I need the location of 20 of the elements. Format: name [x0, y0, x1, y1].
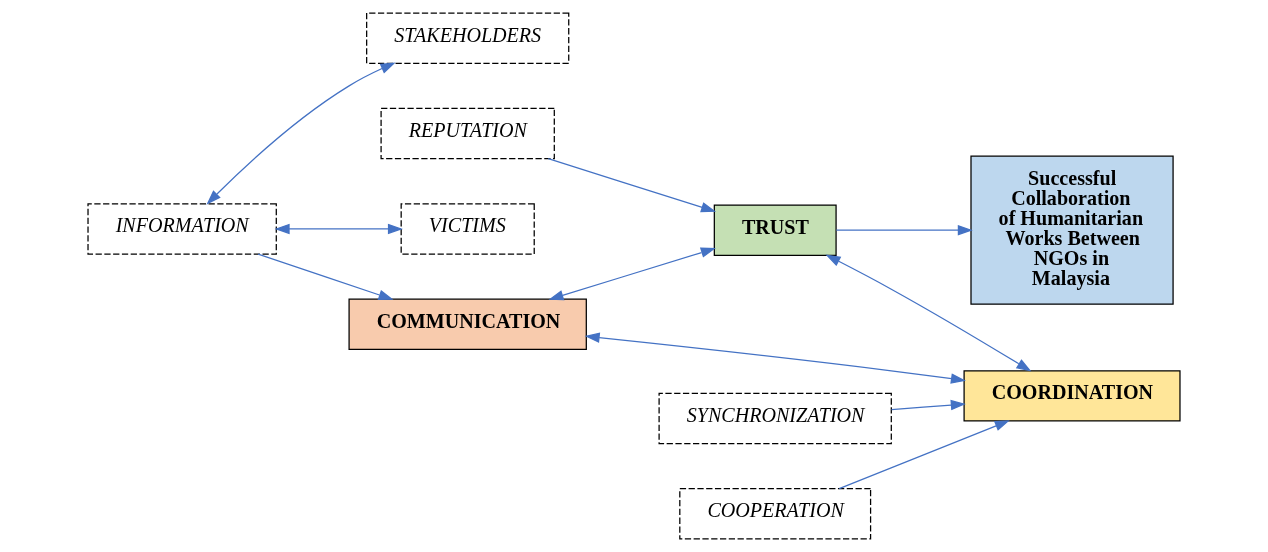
node-box: REPUTATION [380, 107, 555, 160]
arrow [890, 399, 966, 411]
arrow [257, 253, 394, 300]
arrow [838, 420, 1010, 490]
node-box: VICTIMS [400, 203, 535, 255]
node-box: COMMUNICATION [348, 298, 587, 351]
arrow [825, 254, 1032, 372]
arrow [548, 247, 716, 301]
node-box: Successful Collaboration of Humanitarian Works Between NGOs in Malaysia [970, 155, 1174, 305]
arrow [835, 224, 973, 236]
node-box: COORDINATION [963, 370, 1181, 422]
arrow [206, 62, 396, 205]
arrow [584, 332, 966, 384]
node-box: TRUST [713, 204, 837, 256]
arrow [274, 223, 403, 235]
arrow [547, 158, 717, 213]
node-box: COOPERATION [679, 488, 872, 540]
node-box: INFORMATION [87, 203, 277, 255]
node-box: STAKEHOLDERS [366, 12, 570, 64]
node-box: SYNCHRONIZATION [658, 392, 892, 445]
